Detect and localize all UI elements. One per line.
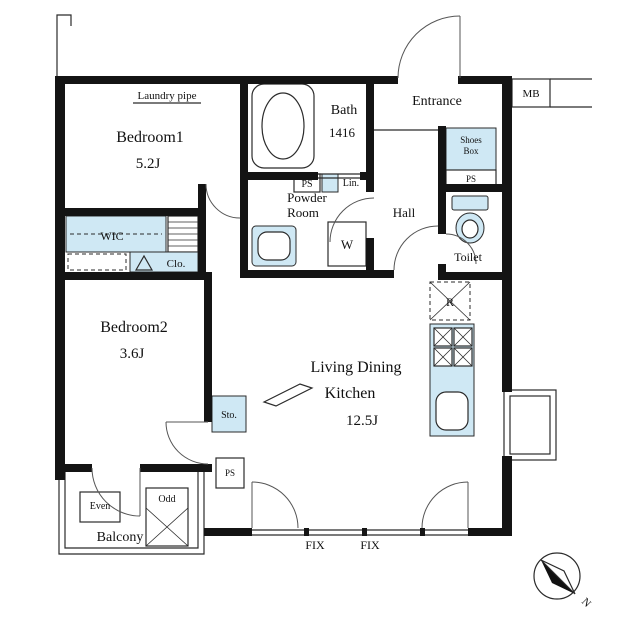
closet-label: Clo. [167,258,186,270]
balcony-label: Balcony [97,530,144,545]
fix-label-left: FIX [305,538,325,552]
living-dining-label: Living Dining [310,359,401,376]
toilet-label: Toilet [454,250,482,264]
powder-label-2: Room [287,205,319,220]
kitchen-label: Kitchen [325,385,376,402]
powder-door-arc [329,197,375,243]
labels-layer: Laundry pipe Bedroom1 5.2J Bath 1416 Ent… [90,88,540,552]
wall-shoes [438,126,446,188]
closet-folding-door [67,253,127,271]
storage-box [211,395,247,433]
bay-window-inner [509,395,551,455]
hall-label: Hall [393,205,416,220]
ac-unit-odd [145,487,189,547]
shoes-box [445,127,497,171]
balcony-door-arc [91,467,141,517]
wall-toilet-west-a [438,184,446,234]
balcony-railing-outer [58,470,205,555]
terrace-door-right-arc [421,481,469,529]
bedroom2-door-arc [165,421,209,465]
wall-toilet-west-b [438,264,446,278]
bath-label: Bath [331,103,357,118]
wall-closet-bottom [55,272,212,280]
wall-balcony-b [140,464,212,472]
wall-bath-south-a [240,172,318,180]
odd-label: Odd [158,494,175,505]
kitchen-sink [435,391,469,431]
wall-bottom-b [468,528,512,536]
bay-window [503,389,557,461]
bath-size: 1416 [329,125,356,140]
counter-table-symbol [262,383,314,407]
ps-label-entrance: PS [466,174,476,184]
compass-circle [533,552,581,600]
bedroom2-size: 3.6J [120,346,145,362]
building-stub [56,14,72,76]
wall-bottom-a [204,528,252,536]
shoes-box-label-1: Shoes [460,135,482,145]
storage-label: Sto. [221,410,237,421]
wic-label: WIC [100,229,123,243]
wall-toilet-north [438,184,504,192]
washer-label: W [341,237,354,252]
fridge-label: R [446,295,454,309]
doors-layer [91,15,477,529]
wall-right-a [502,76,512,392]
ac-unit-even [79,491,121,523]
ps-duct-bottom [215,457,245,489]
bathtub-basin [261,92,305,160]
bedroom2-label: Bedroom2 [100,319,168,336]
entrance-door-arc [397,15,461,79]
wall-hall-west-a [366,176,374,192]
entrance-label: Entrance [412,94,462,109]
toilet-door-arc [445,233,477,265]
wall-bath-south-b [360,172,374,180]
wall-right-b [502,456,512,536]
wall-closet-east [198,184,206,280]
structure-lines [56,14,592,555]
wall-top-a [55,76,398,84]
wall-top-b [458,76,512,84]
fix-label-right: FIX [360,538,380,552]
hall-door-arc [393,225,439,271]
ps-label-bottom: PS [225,468,235,478]
bedroom1-door-arc [205,183,241,219]
balcony-railing-inner [64,470,199,549]
terrace-door-left-arc [251,481,299,529]
fixtures-layer [65,83,497,547]
lin-label: Lin. [343,178,359,189]
wall-bedroom2-ldk [204,276,212,422]
hanger-icon [134,254,154,271]
powder-label-1: Powder [287,190,327,205]
wall-hall-west-b [366,238,374,278]
wall-toilet-south [438,272,504,280]
ps-label-bath: PS [301,179,312,190]
wall-balcony-a [55,464,92,472]
wall-hall-south [366,270,394,278]
toilet-tank [451,195,489,211]
bathtub [251,83,315,169]
toilet-bowl-inner [461,219,479,239]
shoes-box-label-2: Box [463,146,479,156]
mb-label: MB [522,88,539,100]
wall-bath-east [366,76,374,176]
stove-burners [433,327,473,367]
ldk-size: 12.5J [346,413,378,429]
washbasin-bowl [257,231,291,261]
bedroom1-label: Bedroom1 [116,129,184,146]
bedroom1-size: 5.2J [136,156,161,172]
walls-layer [55,76,512,536]
compass-arrow-light [540,559,576,595]
wall-closet-top [55,208,205,216]
even-label: Even [90,501,111,512]
washing-machine [327,221,367,267]
laundry-pipe-label: Laundry pipe [138,90,197,102]
wall-powder-south [240,270,374,278]
